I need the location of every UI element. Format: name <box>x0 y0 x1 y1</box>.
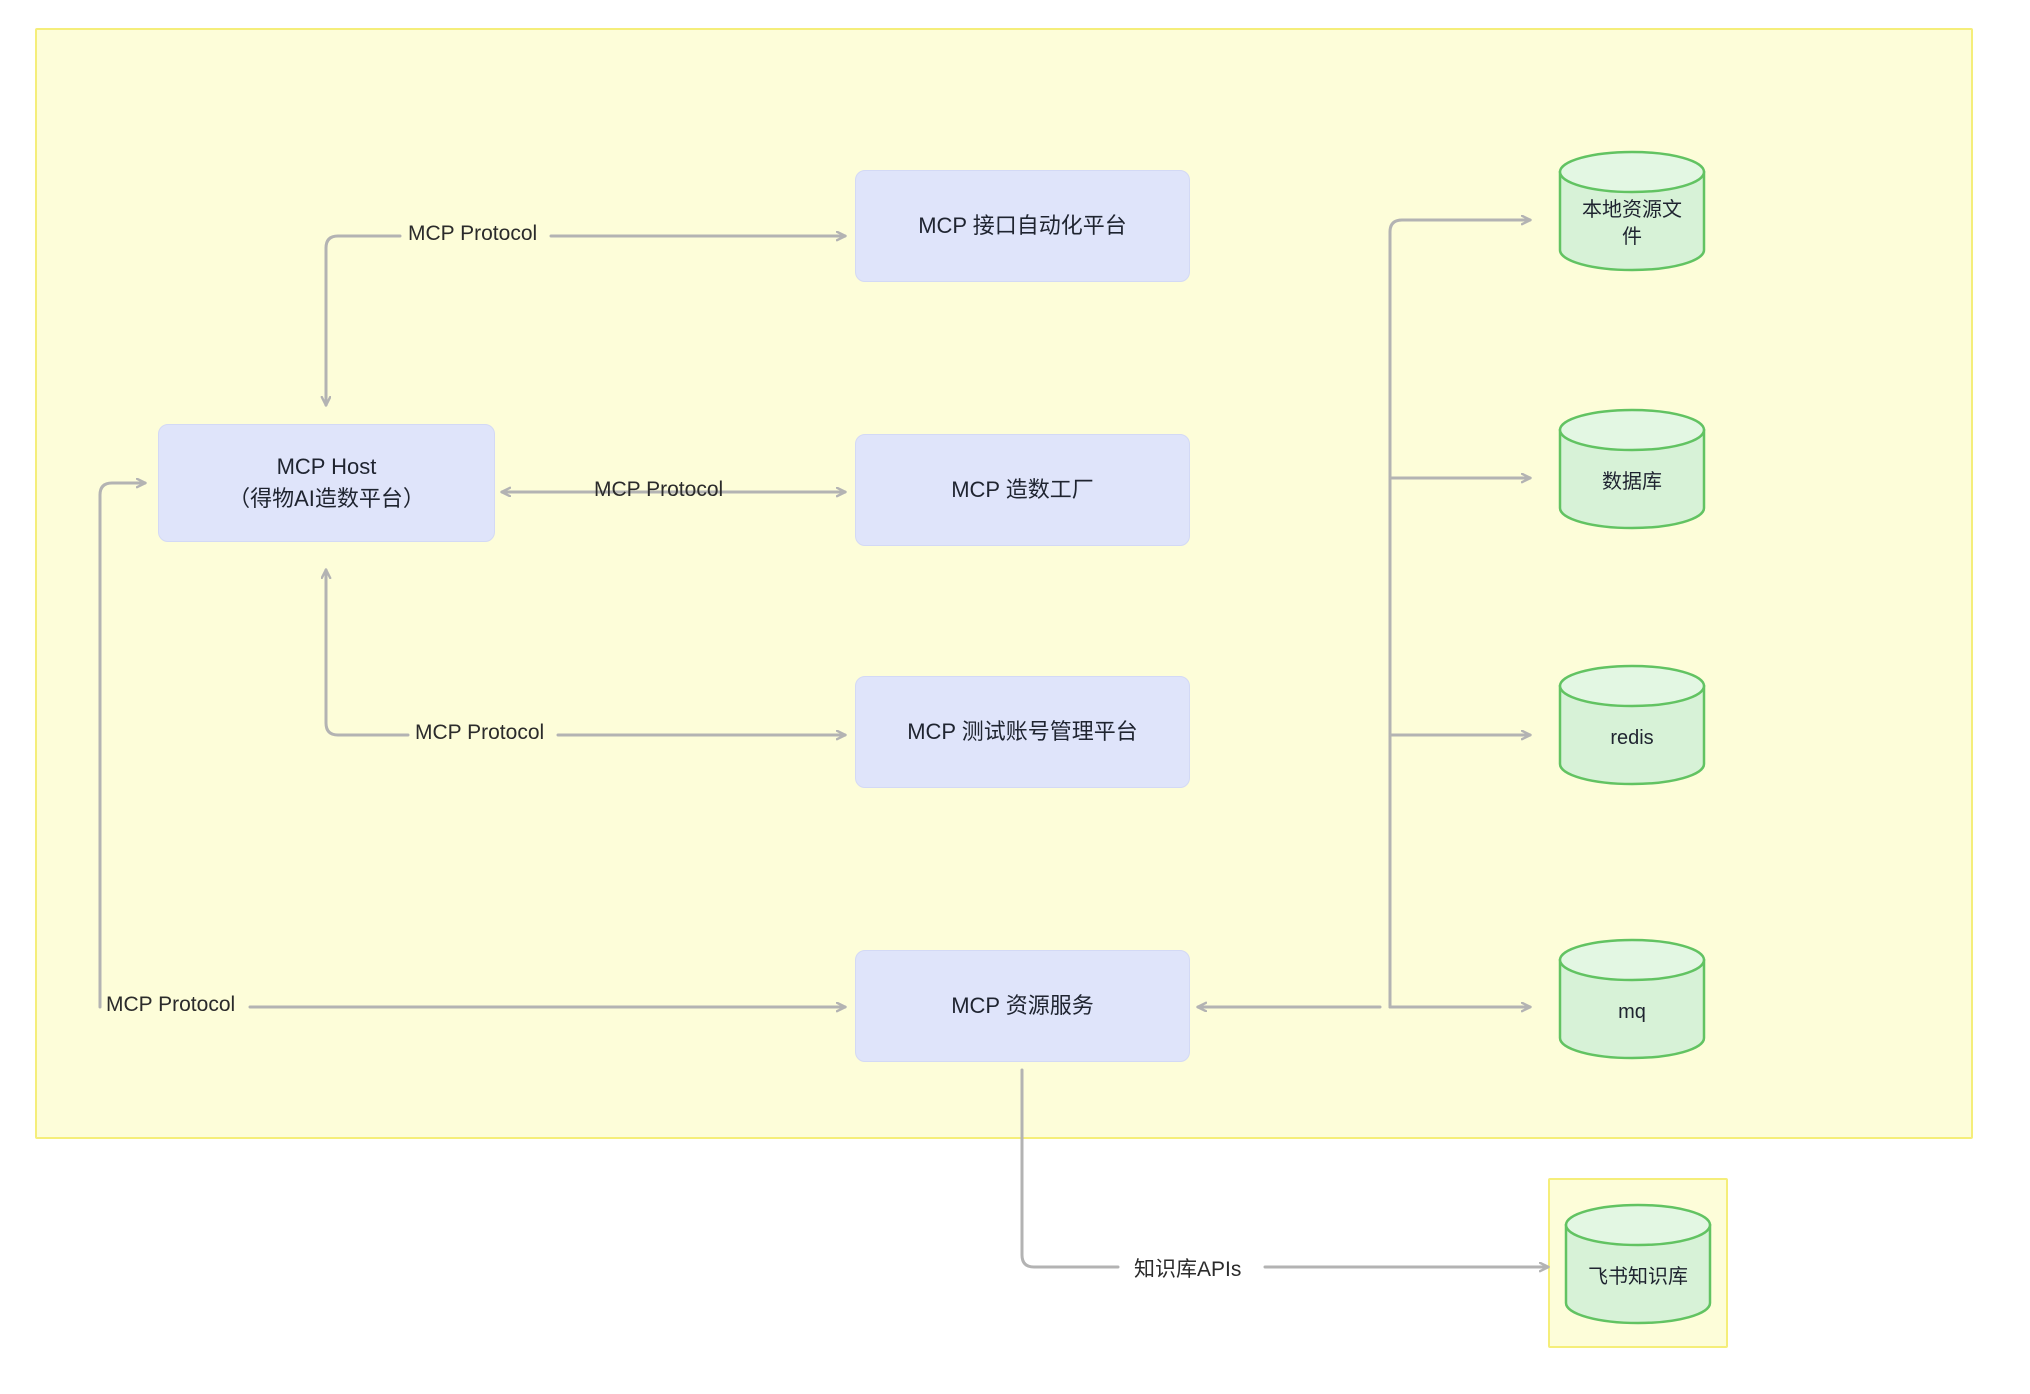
node-account-platform-label: MCP 测试账号管理平台 <box>907 719 1138 745</box>
node-mcp-host[interactable]: MCP Host （得物AI造数平台） <box>158 424 495 542</box>
node-redis-label: redis <box>1610 726 1654 749</box>
edge-label-protocol-top: MCP Protocol <box>408 222 538 245</box>
node-local-resource-files-label: 本地资源文件 <box>1582 199 1682 248</box>
edge-label-protocol-third: MCP Protocol <box>415 721 545 744</box>
node-mcp-data-factory[interactable]: MCP 造数工厂 <box>855 434 1190 546</box>
node-mcp-host-line2: （得物AI造数平台） <box>228 486 425 511</box>
node-data-factory-label: MCP 造数工厂 <box>951 477 1094 503</box>
node-mcp-resource-service[interactable]: MCP 资源服务 <box>855 950 1190 1062</box>
node-mcp-host-line1: MCP Host <box>276 454 377 480</box>
node-resource-service-label: MCP 资源服务 <box>951 993 1094 1019</box>
cylinder-shape <box>1558 408 1706 530</box>
cylinder-shape <box>1558 938 1706 1060</box>
node-mcp-api-automation-platform[interactable]: MCP 接口自动化平台 <box>855 170 1190 282</box>
node-feishu-knowledge-base[interactable]: 飞书知识库 <box>1564 1203 1712 1325</box>
node-redis[interactable]: redis <box>1558 664 1706 786</box>
node-database[interactable]: 数据库 <box>1558 408 1706 530</box>
node-database-label: 数据库 <box>1602 470 1662 493</box>
node-mq[interactable]: mq <box>1558 938 1706 1060</box>
cylinder-shape <box>1558 664 1706 786</box>
node-feishu-kb-label: 飞书知识库 <box>1588 1265 1688 1288</box>
cylinder-shape <box>1564 1203 1712 1325</box>
edge-label-protocol-bottom: MCP Protocol <box>106 993 236 1016</box>
node-mcp-test-account-platform[interactable]: MCP 测试账号管理平台 <box>855 676 1190 788</box>
node-mq-label: mq <box>1618 1000 1646 1023</box>
node-api-platform-label: MCP 接口自动化平台 <box>918 213 1127 239</box>
node-local-resource-files[interactable]: 本地资源文件 <box>1558 150 1706 272</box>
edge-label-protocol-middle: MCP Protocol <box>594 478 724 501</box>
edge-label-knowledge-base-apis: 知识库APIs <box>1134 1258 1242 1281</box>
cylinder-shape <box>1558 150 1706 272</box>
